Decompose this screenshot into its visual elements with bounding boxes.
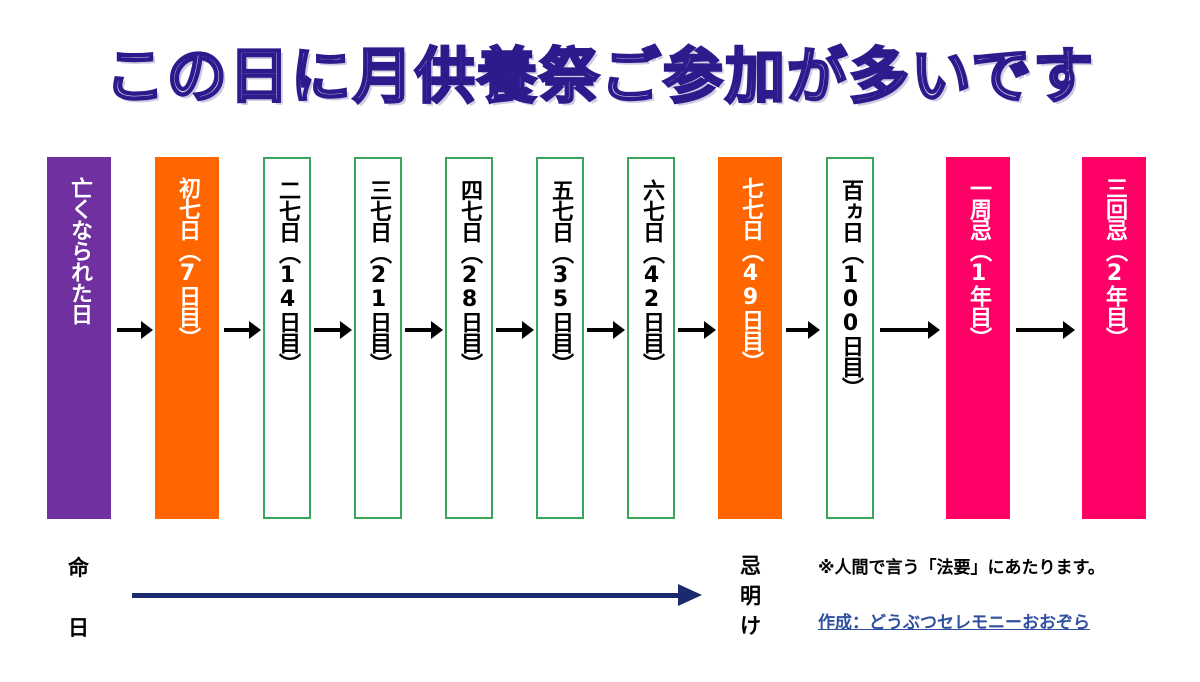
stage-box-sankaiki: 三回忌（2年目） bbox=[1082, 157, 1146, 519]
stage-box-shijukunichi: 七七日（49日目） bbox=[718, 157, 782, 519]
stage-label: 六七日（42日目） bbox=[639, 179, 664, 374]
arrow-right bbox=[786, 321, 820, 339]
stage-label: 三七日（21日目） bbox=[366, 179, 391, 374]
arrow-right bbox=[314, 321, 352, 339]
stage-label: 五七日（35日目） bbox=[548, 179, 573, 374]
timeline-start-label: 日 bbox=[68, 616, 89, 640]
page-title: この日に月供養祭ご参加が多いです bbox=[104, 41, 1096, 114]
arrow-right bbox=[496, 321, 534, 339]
stage-box-isshuki: 一周忌（1年目） bbox=[946, 157, 1010, 519]
arrow-right bbox=[405, 321, 443, 339]
timeline-end-label: け bbox=[740, 614, 761, 638]
stage-box-itsunanoka: 五七日（35日目） bbox=[536, 157, 584, 519]
note-text: ※人間で言う「法要」にあたります。 bbox=[818, 558, 1105, 578]
timeline-arrow bbox=[132, 584, 702, 606]
timeline-start-label: 命 bbox=[68, 556, 89, 580]
stage-label: 亡くなられた日 bbox=[67, 177, 92, 324]
stage-label: 二七日（14日目） bbox=[275, 179, 300, 374]
stage-label: 百ヵ日（100日目） bbox=[838, 179, 863, 398]
stage-label: 三回忌（2年目） bbox=[1102, 177, 1127, 348]
credit-link[interactable]: 作成：どうぶつセレモニーおおぞら bbox=[818, 613, 1090, 633]
arrow-right bbox=[587, 321, 625, 339]
stage-box-shonanoka: 初七日（7日目） bbox=[155, 157, 219, 519]
stage-box-hyakkanichi: 百ヵ日（100日目） bbox=[826, 157, 874, 519]
stage-label: 七七日（49日目） bbox=[738, 177, 763, 372]
timeline-end-label: 明 bbox=[740, 584, 761, 608]
timeline-end-label: 忌 bbox=[740, 554, 761, 578]
stage-label: 四七日（28日目） bbox=[457, 179, 482, 374]
stage-box-minanoka: 三七日（21日目） bbox=[354, 157, 402, 519]
stage-box-futananoka: 二七日（14日目） bbox=[263, 157, 311, 519]
stage-box-yonanoka: 四七日（28日目） bbox=[445, 157, 493, 519]
stage-box-death-day: 亡くなられた日 bbox=[47, 157, 111, 519]
arrow-right bbox=[880, 321, 940, 339]
arrow-right bbox=[678, 321, 716, 339]
stage-label: 一周忌（1年目） bbox=[966, 177, 991, 348]
stage-box-munanoka: 六七日（42日目） bbox=[627, 157, 675, 519]
arrow-right bbox=[1016, 321, 1075, 339]
arrow-right bbox=[117, 321, 153, 339]
arrow-right bbox=[224, 321, 261, 339]
stage-label: 初七日（7日目） bbox=[175, 177, 200, 348]
